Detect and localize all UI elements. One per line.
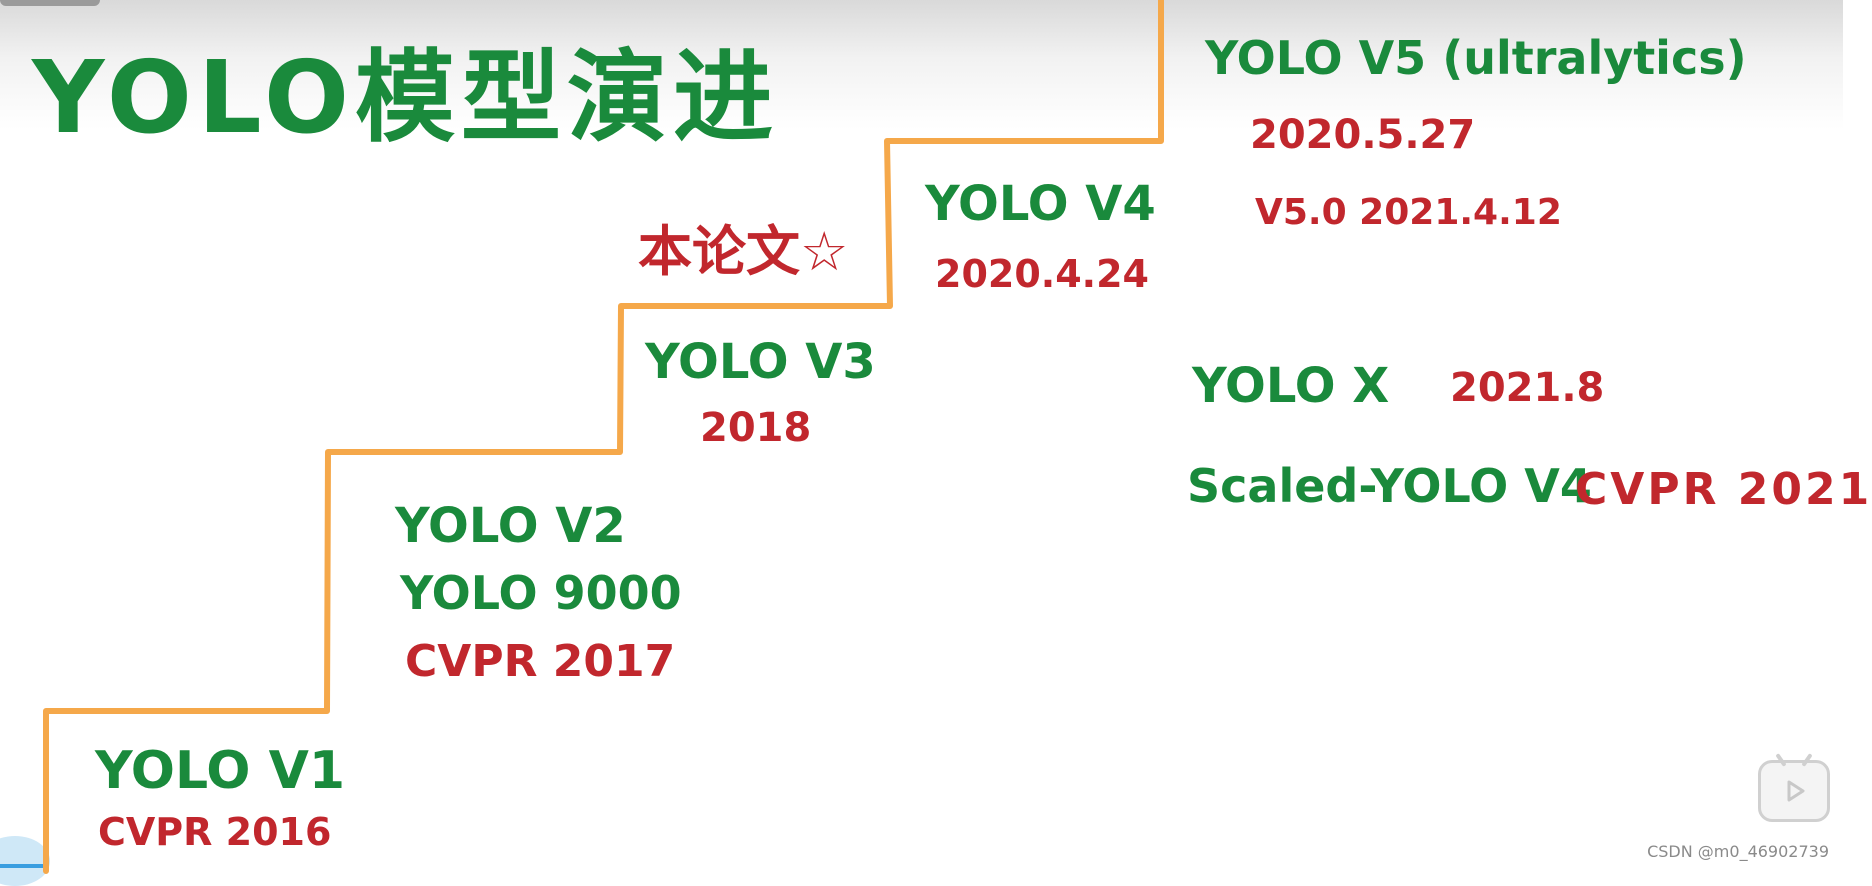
play-button[interactable] — [1758, 753, 1830, 822]
scaled-yolov4-conference: CVPR 2021 — [1575, 464, 1872, 515]
step-5-sub-release: V5.0 2021.4.12 — [1255, 192, 1562, 233]
staircase-line — [43, 0, 1164, 874]
step-5-model-name: YOLO V5 (ultralytics) — [1205, 31, 1747, 85]
scaled-yolov4-model-name: Scaled-YOLO V4 — [1187, 459, 1592, 513]
step-4-date: 2020.4.24 — [935, 252, 1149, 296]
step-2-model-alias: YOLO 9000 — [400, 566, 682, 620]
yolox-model-name: YOLO X — [1192, 358, 1390, 414]
step-4-model-name: YOLO V4 — [925, 176, 1156, 232]
corner-line — [0, 864, 46, 868]
step-2-model-name: YOLO V2 — [395, 498, 626, 554]
diagram-title: YOLO模型演进 — [32, 39, 780, 156]
yolox-date: 2021.8 — [1450, 365, 1605, 411]
step-2-conference: CVPR 2017 — [405, 636, 676, 687]
staircase — [43, 0, 1164, 874]
step-1-model-name: YOLO V1 — [95, 741, 346, 801]
step-5-date: 2020.5.27 — [1250, 112, 1476, 158]
step-1-conference: CVPR 2016 — [98, 810, 332, 854]
step-3-year: 2018 — [700, 405, 812, 451]
window-corner-tab — [0, 0, 100, 6]
step-3-model-name: YOLO V3 — [645, 334, 876, 390]
play-icon — [1787, 780, 1805, 802]
this-paper-note: 本论文☆ — [638, 220, 849, 283]
top-shade — [0, 0, 1843, 130]
watermark: CSDN @m0_46902739 — [1647, 842, 1829, 861]
